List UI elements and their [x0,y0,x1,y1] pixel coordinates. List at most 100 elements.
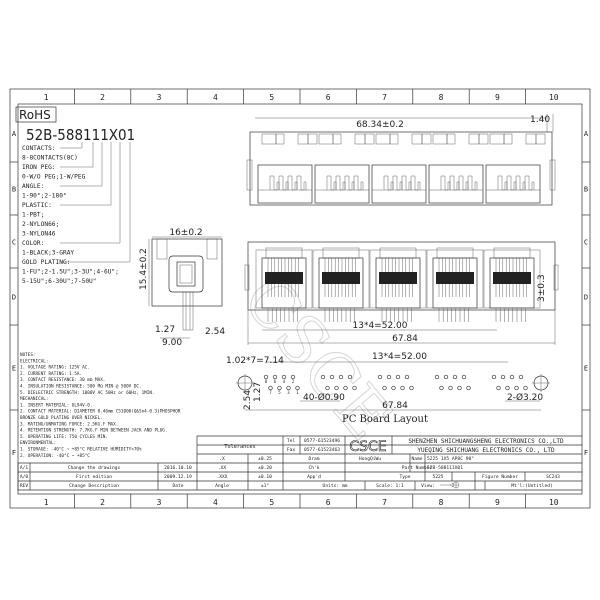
contact-block [265,272,303,284]
outline [332,133,342,145]
pin-hole [395,374,401,380]
row-label-left: B [12,186,16,194]
row-label-right: A [584,130,589,138]
pin-hole [386,374,392,380]
note-line: ELECTRICAL: [20,358,48,364]
pin-hole [491,374,497,380]
tolerance-key: Angle [215,483,229,489]
pin-hole [500,374,506,380]
pin-hole [443,374,449,380]
column-label-bottom: 1 [44,498,49,507]
company-logo: CSCE [349,439,386,455]
outline [489,257,535,309]
pin-hole [277,385,282,391]
note-line: 2. CONTACT MATERIAL: DIAMETER 0.46mm C51… [20,409,181,415]
note-line: 2. CURRENT RATING: 1.5A. [20,371,82,377]
pin-hole [461,374,467,380]
part-code-legend: CONTACTS:8-8CONTACTS(8C)IRON PEG:0-W/O P… [22,142,131,285]
legend-line: 1-90°;2-180° [22,192,67,200]
pin-hole [281,374,287,380]
column-label-top: 3 [157,93,162,102]
pin-number: 6 [274,379,277,384]
pin-hole [377,374,383,380]
outline [247,241,556,311]
pin-hole [523,385,528,391]
pin-number: 4 [283,379,286,384]
tolerances-label: Tolerances [224,444,255,450]
pin-number: 2 [292,379,295,384]
revision-id: A/0 [20,474,29,480]
legend-line: 3-NYLON46 [22,231,56,238]
row-label-right: C [584,239,588,247]
title-block-text: 0577-61523463 [304,447,340,453]
column-label-bottom: 2 [100,498,105,507]
dim-front-standoff: 3±0.3 [537,274,547,302]
dim-front-width: 67.84 [392,334,418,344]
pin-hole [290,374,296,380]
tolerance-key: .XX [218,465,227,471]
contact-block [436,272,474,284]
title-block-text: REV [20,483,29,489]
pin-hole [518,374,524,380]
outline [314,164,370,204]
column-label-bottom: 6 [326,498,331,507]
title-block-text: App'd [307,474,321,480]
outline [206,238,218,260]
title-block-text: Ch'k [308,465,319,471]
outline [307,133,318,145]
legend-line: 0-W/O PEG;1-W/PEG [22,174,86,181]
row-label-left: D [12,294,16,302]
pin-hole [514,385,519,391]
outline [176,261,196,287]
dim-row-a: 2.54 [243,390,253,410]
outline [503,133,513,145]
rohs-label: RoHS [19,108,51,122]
pin-number: 8 [265,379,268,384]
note-line: 1. STORAGE: -40°C ~ +85°C RELATIVE HUMID… [20,447,142,453]
title-block-text: HongQiWu [359,456,381,462]
legend-line: 1-PBT; [22,212,44,219]
title-block-text: SC243 [546,474,560,480]
dim-side-pitch-a: 1.27 [155,325,175,335]
dim-side-depth: 9.00 [162,338,182,348]
column-label-bottom: 8 [439,498,444,507]
dim-pin-pitch: 1.02*7=7.14 [226,356,284,366]
column-label-bottom: 10 [549,498,559,507]
note-line: 1. VOLTAGE RATING: 125V AC. [20,365,90,371]
column-label-top: 1 [44,93,49,102]
column-label-top: 8 [439,93,444,102]
note-line: 5. OPERATING LIFE: 750 CYCLES MIN. [20,434,108,440]
outline [364,133,375,145]
title-block-text: Scale: 1:1 [376,483,404,489]
company-name-1: SHENZHEN SHICHUANGSHENG ELECTRONICS CO.,… [408,438,564,445]
pin-hole [320,374,326,380]
column-label-bottom: 5 [269,498,274,507]
pin-hole [452,374,458,380]
front-view [244,241,559,345]
revision-description: First edition [76,474,112,480]
contact-block [379,272,417,284]
title-block-text: Change Description [69,483,119,489]
pin-hole [448,385,453,391]
legend-line: 1-FU";2-1.5U";3-3U";4-6U"; [22,269,119,276]
pin-hole [434,374,440,380]
row-label-left: F [12,449,16,457]
port-opening [168,255,204,293]
dim-side-pitch-b: 2.54 [205,327,225,337]
tolerance-value: ±0.25 [258,456,272,462]
title-block-text: Part Number [402,465,433,471]
part-name: 5225 1X5 AP8C 90° [427,456,474,462]
row-label-right: D [584,294,588,302]
pin-hole [338,374,344,380]
pin-number: 7 [269,390,272,395]
column-label-top: 5 [269,93,274,102]
title-block-text: Mt'l:(Untitled) [511,483,553,489]
outline [375,257,421,309]
dim-pcb-width: 67.84 [382,401,408,411]
outline [257,164,313,204]
outline [244,264,250,291]
outline [151,238,223,307]
outline [249,131,553,206]
column-label-bottom: 7 [382,498,387,507]
